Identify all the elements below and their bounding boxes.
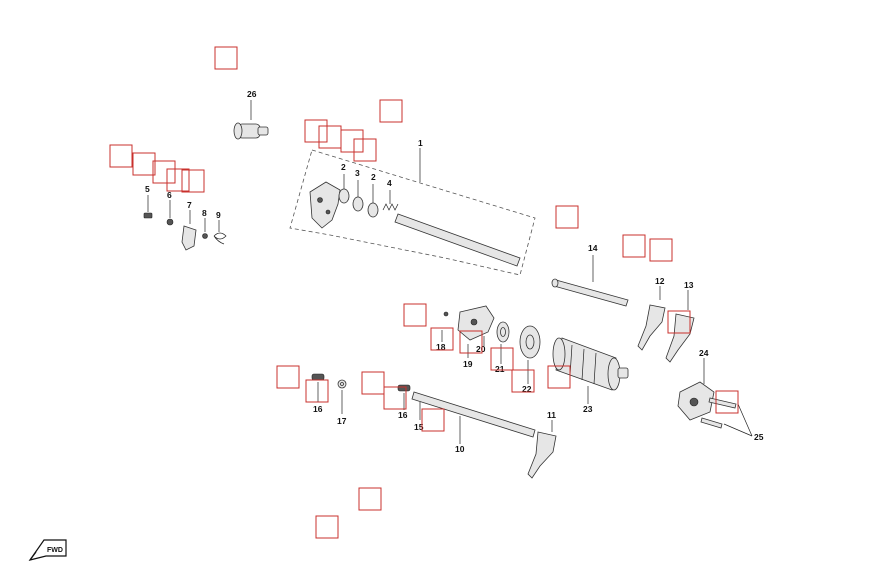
callout-labels: 26 1 2 3 2 4 5 6 7 8 9 14 12 13 18 20 19…	[145, 89, 764, 454]
hotspot-box[interactable]	[555, 205, 579, 229]
fwd-arrow-icon: FWD	[28, 539, 67, 561]
parts-21-22	[496, 321, 541, 384]
parts-5-to-9	[143, 195, 227, 251]
callout-26: 26	[247, 89, 257, 99]
fwd-label: FWD	[47, 547, 63, 554]
forks-12-13	[637, 286, 695, 363]
hotspot-box[interactable]	[340, 129, 364, 153]
shaft-assembly-group	[289, 148, 536, 276]
hotspot-layer	[109, 46, 739, 539]
callout-16b: 16	[398, 410, 408, 420]
hotspot-box[interactable]	[166, 168, 190, 192]
hotspot-box[interactable]	[511, 369, 535, 393]
hotspot-box[interactable]	[315, 515, 339, 539]
part-24-cover	[677, 358, 753, 437]
hotspot-box[interactable]	[109, 144, 133, 168]
hotspot-box[interactable]	[214, 46, 238, 70]
callout-20: 20	[476, 344, 486, 354]
hotspot-box[interactable]	[715, 390, 739, 414]
hotspot-box[interactable]	[383, 386, 407, 410]
callout-21: 21	[495, 364, 505, 374]
callout-15: 15	[414, 422, 424, 432]
hotspot-box[interactable]	[318, 125, 342, 149]
part-26-bushing	[233, 100, 269, 140]
callout-23: 23	[583, 404, 593, 414]
callout-19: 19	[463, 359, 473, 369]
callout-10: 10	[455, 444, 465, 454]
hotspot-box[interactable]	[358, 487, 382, 511]
hotspot-box[interactable]	[379, 99, 403, 123]
hotspot-box[interactable]	[430, 327, 454, 351]
part-14-rod	[551, 255, 629, 307]
callout-18: 18	[436, 342, 446, 352]
hotspot-box[interactable]	[361, 371, 385, 395]
callout-7: 7	[187, 200, 192, 210]
hotspot-box[interactable]	[276, 365, 300, 389]
hotspot-box[interactable]	[459, 330, 483, 354]
callout-8: 8	[202, 208, 207, 218]
callout-13: 13	[684, 280, 694, 290]
hotspot-box[interactable]	[490, 347, 514, 371]
hotspot-box[interactable]	[304, 119, 328, 143]
callout-2b: 2	[371, 172, 376, 182]
callout-17: 17	[337, 416, 347, 426]
hotspot-box[interactable]	[649, 238, 673, 262]
callout-16a: 16	[313, 404, 323, 414]
hotspot-box[interactable]	[547, 365, 571, 389]
callout-11: 11	[547, 410, 556, 420]
parts-16-17-left	[311, 373, 347, 414]
callout-4: 4	[387, 178, 392, 188]
callout-1: 1	[418, 138, 423, 148]
callout-22: 22	[522, 384, 532, 394]
part-23-shift-drum	[552, 337, 629, 404]
hotspot-box[interactable]	[181, 169, 205, 193]
hotspot-box[interactable]	[152, 160, 176, 184]
callout-12: 12	[655, 276, 665, 286]
callout-2a: 2	[341, 162, 346, 172]
callout-25: 25	[754, 432, 764, 442]
hotspot-box[interactable]	[421, 408, 445, 432]
hotspot-box[interactable]	[305, 379, 329, 403]
callout-5: 5	[145, 184, 150, 194]
callout-6: 6	[167, 190, 172, 200]
hotspot-box[interactable]	[403, 303, 427, 327]
callout-3: 3	[355, 168, 360, 178]
callout-9: 9	[216, 210, 221, 220]
hotspot-box[interactable]	[622, 234, 646, 258]
hotspot-box[interactable]	[132, 152, 156, 176]
hotspot-box[interactable]	[667, 310, 691, 334]
callout-24: 24	[699, 348, 709, 358]
hotspot-box[interactable]	[353, 138, 377, 162]
callout-14: 14	[588, 243, 598, 253]
